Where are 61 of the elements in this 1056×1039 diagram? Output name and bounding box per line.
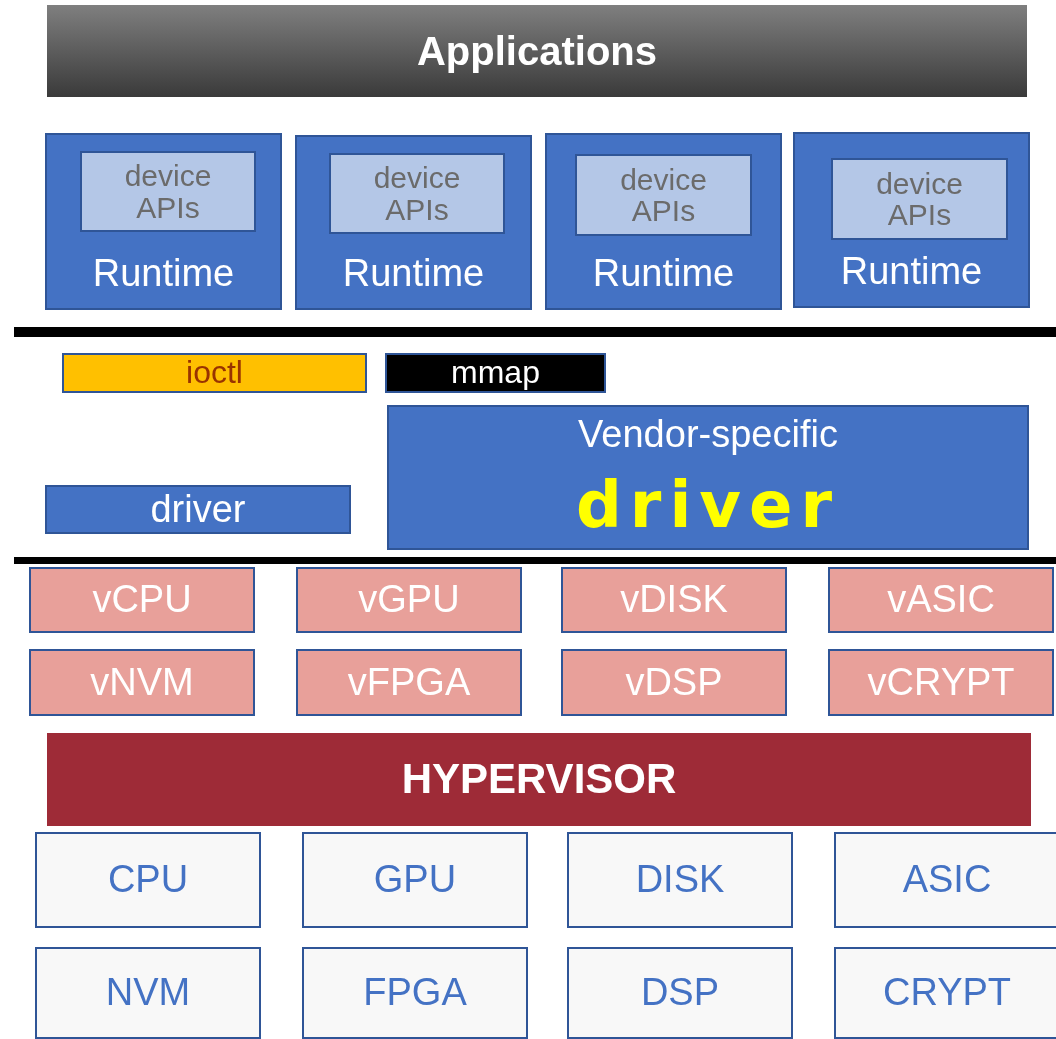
box-label: vNVM — [90, 662, 194, 703]
box-label: ASIC — [902, 860, 992, 900]
hardware-box — [302, 947, 528, 1039]
mmap-box — [385, 353, 606, 393]
virtual-device-box — [828, 649, 1054, 716]
vendor-driver-box — [387, 405, 1029, 550]
box-label: device APIs — [875, 167, 964, 231]
virtual-device-box — [296, 567, 522, 633]
box-label: device APIs — [372, 162, 462, 225]
box-label: NVM — [105, 973, 191, 1013]
box-label: vFPGA — [347, 662, 471, 703]
ioctl-box — [62, 353, 367, 393]
hardware-box — [35, 832, 261, 928]
virtual-device-box — [561, 567, 787, 633]
box-label: vGPU — [358, 580, 460, 620]
box-label: vCRYPT — [867, 662, 1015, 703]
device-api-box — [80, 151, 256, 232]
hardware-box — [567, 832, 793, 928]
box-label: Runtime — [840, 252, 983, 292]
hardware-box — [35, 947, 261, 1039]
hardware-box — [834, 947, 1056, 1039]
hypervisor-bar — [47, 733, 1031, 826]
box-label: DSP — [640, 973, 720, 1013]
box-label: CRYPT — [882, 973, 1012, 1013]
box-label: ioctl — [186, 356, 243, 390]
box-label: DISK — [635, 860, 725, 900]
virtual-device-box — [296, 649, 522, 716]
box-label: driver — [150, 489, 246, 530]
box-label: Vendor-specific — [578, 415, 838, 456]
box-label: mmap — [451, 356, 540, 390]
banner-title: Applications — [417, 30, 657, 72]
box-label: vDSP — [625, 662, 723, 703]
driver-title: driver — [576, 472, 840, 540]
driver-box — [45, 485, 351, 534]
virtual-device-box — [29, 649, 255, 716]
box-label: Runtime — [92, 254, 235, 294]
runtime-box — [793, 132, 1030, 308]
virtual-device-box — [29, 567, 255, 633]
banner-title: HYPERVISOR — [401, 757, 677, 802]
box-label: FPGA — [363, 973, 467, 1013]
hardware-box — [302, 832, 528, 928]
box-label: Runtime — [592, 254, 735, 294]
box-label: vASIC — [887, 580, 995, 620]
device-api-box — [329, 153, 505, 234]
box-label: device APIs — [123, 160, 213, 223]
box-label: device APIs — [619, 163, 708, 227]
device-api-box — [575, 154, 752, 236]
virtual-device-box — [828, 567, 1054, 633]
virtual-device-box — [561, 649, 787, 716]
runtime-box — [545, 133, 782, 310]
hardware-box — [834, 832, 1056, 928]
box-label: GPU — [373, 860, 457, 900]
box-label: CPU — [107, 860, 189, 900]
runtime-box — [45, 133, 282, 310]
hardware-box — [567, 947, 793, 1039]
box-label: Runtime — [342, 254, 485, 294]
device-api-box — [831, 158, 1008, 240]
applications-banner — [47, 5, 1027, 97]
box-label: vCPU — [92, 580, 192, 620]
box-label: vDISK — [620, 580, 728, 620]
runtime-box — [295, 135, 532, 310]
